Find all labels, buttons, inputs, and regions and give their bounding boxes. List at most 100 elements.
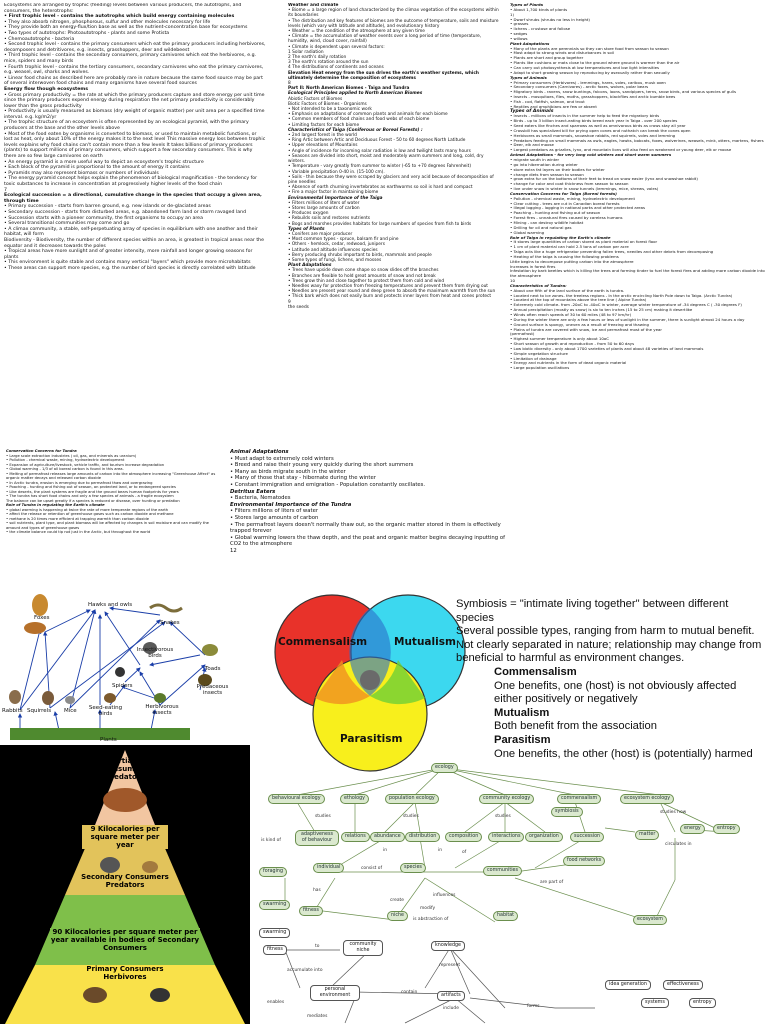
col3-heading: Conservation Concerns for Taiga (Boreal … bbox=[510, 190, 617, 196]
symbiosis-h-commensalism: Commensalism bbox=[494, 665, 577, 678]
col3-line: • Herbivores as small mammals, snowshoe … bbox=[510, 132, 676, 138]
symbiosis-intro: Symbiosis = "intimate living together" b… bbox=[456, 598, 729, 624]
col3-line: • Migratory birds - ravens, snow bunting… bbox=[510, 89, 736, 95]
pyramid-primary: Primary Consumers Herbivores bbox=[86, 965, 164, 981]
col2-line: • Conifers are major producer bbox=[288, 231, 353, 237]
label-snakes: Snakes bbox=[160, 620, 180, 626]
col1-line: • Chemoautotrophs - bacteria bbox=[4, 36, 75, 42]
text-column-3: Types of Plants • About 1,700 kinds of p… bbox=[510, 3, 766, 575]
col2-line: • Filters millions of liters of water bbox=[288, 200, 360, 206]
lm-line: • The permafrost layers doesn't normally… bbox=[230, 521, 501, 535]
symbiosis-line3: Not clearly separated in nature; relatio… bbox=[456, 638, 762, 665]
col3-line: • Located next to ice zones- the treeles… bbox=[510, 292, 733, 298]
col3-line: • Deer, elk and moose bbox=[510, 142, 554, 148]
col2-line: • Biome = a large region of land charact… bbox=[288, 8, 499, 19]
col3-line: • migrate south in winter bbox=[510, 157, 560, 162]
col3-line: • Seed eaters like finches and sparrows … bbox=[510, 123, 686, 129]
node-ecosystem-ecology: ecosystem ecology bbox=[620, 794, 675, 804]
col2-heading: Plant Adaptations bbox=[288, 263, 332, 269]
ll-line: • soil nutrients, plant type, and plant … bbox=[6, 521, 209, 530]
col1-line: • Pyramids may also represent biomass or… bbox=[4, 170, 159, 176]
col3-line: • Limitation of drainage bbox=[510, 355, 557, 361]
node2-swarming: swarming bbox=[259, 928, 291, 938]
ecology-concept-map: ecology behavioural ecology ethology pop… bbox=[255, 760, 768, 930]
label-are-part-of: are part of bbox=[540, 880, 564, 885]
col2-line: • Needles are present year round and dee… bbox=[288, 289, 496, 295]
label-studies: studies bbox=[315, 814, 331, 819]
node-relations: relations bbox=[341, 832, 370, 842]
col1-line: • They provide both an energy-flux/tion … bbox=[4, 25, 248, 31]
lm-heading: Environmental Importance of the Tundra bbox=[230, 501, 352, 508]
pyramid-secondary: Secondary Consumers Predators bbox=[81, 873, 169, 889]
node-population-ecology: population ecology bbox=[385, 794, 439, 804]
col3-line: • willows bbox=[510, 35, 528, 41]
col3-line: • Many of the plants are perennials so t… bbox=[510, 45, 669, 51]
col1-line: • Two types of autotrophs: Photoautotrop… bbox=[4, 30, 170, 36]
label-studies: studies bbox=[403, 814, 419, 819]
col1-heading: Ecological succession = a directional, c… bbox=[4, 193, 262, 204]
col2-line: • Upper elevations of Mountains bbox=[288, 143, 358, 149]
animal-shapes bbox=[9, 594, 218, 740]
col3-line: • Plants are short and group together bbox=[510, 55, 584, 61]
ll-line: • Expansion of agriculture/livestock, ve… bbox=[6, 462, 165, 467]
symbiosis-line2: Several possible types, ranging from har… bbox=[456, 625, 755, 638]
lm-heading: Detritus Eaters bbox=[230, 488, 276, 495]
label-is-kind-of: is kind of bbox=[261, 838, 281, 843]
col3-line: • Pollution - chemical waste, mining, hy… bbox=[510, 195, 635, 201]
col2-line: • Angle of incidence for incoming solar … bbox=[288, 148, 471, 154]
symbiosis-d-parasitism: One benefits, the other (host) is (poten… bbox=[494, 747, 753, 760]
node-composition: composition bbox=[445, 832, 483, 842]
col1-line: Biodiversity - Biodiversity, the number … bbox=[4, 237, 265, 249]
col2-line: • Absence of earth churning invertebrate… bbox=[288, 185, 473, 191]
col3-heading: Types of Animals bbox=[510, 74, 547, 80]
node-matter: matter bbox=[635, 830, 660, 840]
col2-line: 4 The distributions of continents and oc… bbox=[288, 65, 384, 71]
col1-line: • Gross primary productivity = the rate … bbox=[4, 92, 265, 109]
label-of: of bbox=[462, 850, 467, 855]
col2-line: • Trees grow thin and close together to … bbox=[288, 278, 445, 284]
col2-line: 1 Solar radiation bbox=[288, 49, 324, 55]
node-behavioural-ecology: behavioural ecology bbox=[268, 794, 325, 804]
lm-line: • Stores large amounts of carbon bbox=[230, 514, 319, 521]
ll-line: • global warming is happening at twice t… bbox=[6, 507, 169, 512]
col2-line: • Fire a major factor in maintaining bio… bbox=[288, 190, 379, 196]
node-energy: energy bbox=[680, 824, 705, 834]
col2-line: • Trees have upside down cone shape so s… bbox=[288, 268, 439, 274]
col1-line: • Third trophic level - contains the sec… bbox=[4, 53, 257, 64]
label-studies: studies bbox=[495, 814, 511, 819]
lm-line: • Many as birds migrate south in the win… bbox=[230, 468, 346, 475]
label-seed-eating-birds: Seed-eating birds bbox=[88, 705, 123, 717]
venn-circles bbox=[274, 594, 466, 772]
col2-heading: Environmental Importance of the Taiga bbox=[288, 195, 383, 201]
col3-line: Little begins to decompose putting carbo… bbox=[510, 258, 634, 264]
node-swarming: swarming bbox=[259, 900, 291, 910]
col3-line: • Simple vegetation structure bbox=[510, 350, 568, 356]
col1-line: • Tropical areas have more sunlight and … bbox=[4, 249, 253, 260]
knowledge-concept-map: swarming fitness community niche knowled… bbox=[255, 928, 768, 1024]
col3-line: • Can carry out photosynthesis at low te… bbox=[510, 64, 660, 70]
label-herbivorous-insects: Herbivorous insects bbox=[145, 704, 179, 716]
col2-line: • Stores large amounts of carbon bbox=[288, 205, 360, 211]
col3-line: • Clear cutting - trees are cut in Canad… bbox=[510, 200, 620, 206]
col2-heading: Weather and climate bbox=[288, 3, 339, 8]
col2-heading: Ecological Principles applied to North A… bbox=[288, 91, 423, 97]
col3-line: • Annual precipitation (mostly as snow) … bbox=[510, 307, 693, 313]
ll-heading: Role of Tundra in regulating the Earth's… bbox=[6, 503, 105, 507]
col1-line: • They also absorb nitrogen, phosphorous… bbox=[4, 19, 211, 25]
col3-heading: Plant Adaptations bbox=[510, 40, 550, 46]
col3-line: • Extremely cold climate- from -20oC to … bbox=[510, 302, 742, 308]
label2-enables: enables bbox=[267, 1000, 285, 1005]
col3-line: • About one fifth of the land surface of… bbox=[510, 287, 625, 293]
ll-line: • affect the release or retention of gre… bbox=[6, 512, 174, 516]
col3-line: • Largest predators as grizzlies, lynx, … bbox=[510, 147, 732, 153]
col2-line: • Most common types - spruce, balsam fir… bbox=[288, 237, 399, 243]
lm-line: • Filters millions of liters of water bbox=[230, 508, 319, 515]
ll-line: • Melting of permafrost releases large a… bbox=[6, 471, 216, 481]
node-ecosystem: ecosystem bbox=[633, 915, 667, 925]
ll-line: • Large scale extraction industries ( oi… bbox=[6, 453, 137, 458]
symbiosis-h-parasitism: Parasitism bbox=[494, 733, 551, 746]
col3-line: • Energy and nutrients in the form of de… bbox=[510, 360, 627, 366]
col3-line: • sedges bbox=[510, 31, 528, 37]
col3-heading: Types of Animals bbox=[510, 108, 554, 114]
label-plants: Plants bbox=[100, 737, 117, 743]
